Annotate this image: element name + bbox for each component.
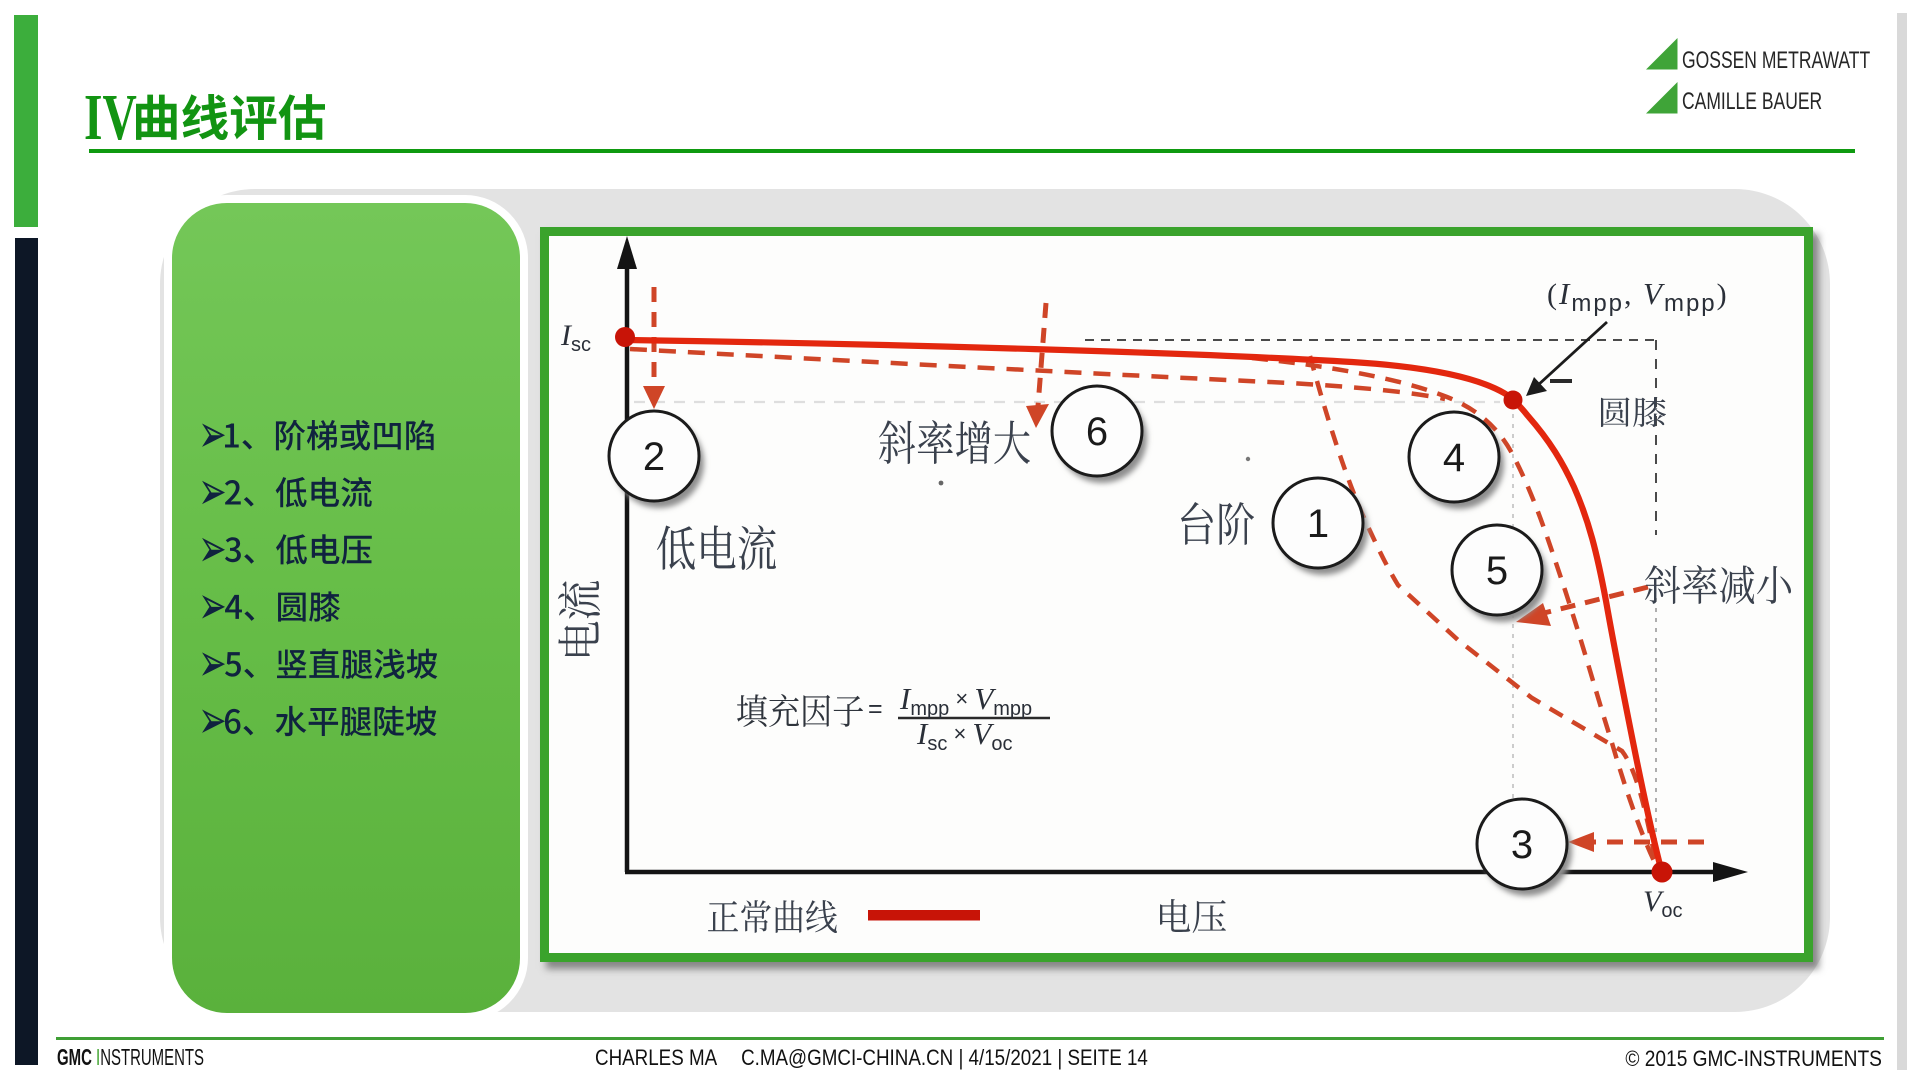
svg-text:2: 2 (643, 435, 665, 479)
svg-text:6: 6 (1086, 410, 1108, 454)
svg-text:5: 5 (1486, 549, 1508, 593)
svg-text:Impp × Vmpp: Impp × Vmpp (899, 681, 1032, 720)
svg-text:IV: IV (84, 82, 137, 154)
svg-text:Isc: Isc (560, 319, 591, 356)
svg-text:4: 4 (1443, 436, 1465, 480)
svg-text:Isc × Voc: Isc × Voc (916, 716, 1012, 755)
svg-text:Voc: Voc (1643, 885, 1682, 922)
svg-text:3: 3 (1511, 823, 1533, 867)
svg-text:(Impp, Vmpp): (Impp, Vmpp) (1547, 276, 1729, 317)
svg-text:=: = (868, 695, 883, 723)
svg-text:1: 1 (1307, 502, 1329, 546)
